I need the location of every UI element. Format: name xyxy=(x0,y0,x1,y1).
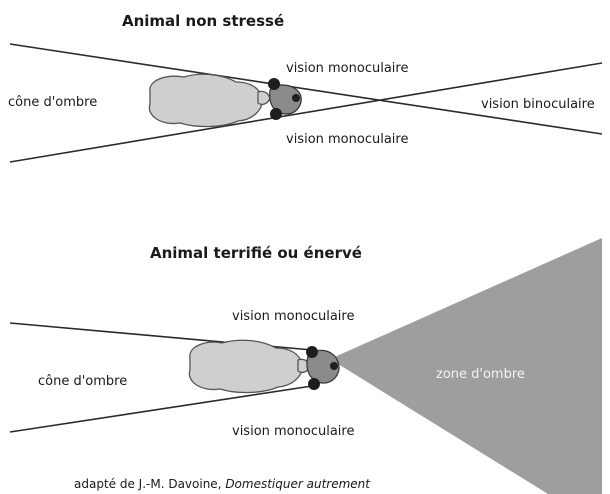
eye-left xyxy=(268,78,280,90)
panel-terrified: Animal terrifié ou énervé vision monocul… xyxy=(10,238,602,494)
label-monocular-upper-top: vision monoculaire xyxy=(286,61,408,76)
source-caption: adapté de J.-M. Davoine, Domestiquer aut… xyxy=(74,477,371,491)
label-monocular-upper-bottom: vision monoculaire xyxy=(232,309,354,324)
muzzle xyxy=(292,94,300,102)
label-shadow-cone-top: cône d'ombre xyxy=(8,95,97,110)
caption-source-title: Domestiquer autrement xyxy=(225,477,371,491)
label-shadow-cone-bottom: cône d'ombre xyxy=(38,374,127,389)
label-monocular-lower-top: vision monoculaire xyxy=(286,132,408,147)
label-shadow-zone: zone d'ombre xyxy=(436,367,525,382)
animal-neck xyxy=(258,91,270,104)
vision-line-upper xyxy=(10,44,602,134)
label-monocular-lower-bottom: vision monoculaire xyxy=(232,424,354,439)
animal-top-view xyxy=(149,74,301,126)
muzzle-bottom xyxy=(330,362,338,370)
animal-body xyxy=(149,74,262,126)
title-terrified: Animal terrifié ou énervé xyxy=(150,244,362,262)
caption-prefix: adapté de J.-M. Davoine, xyxy=(74,477,225,491)
eye-right-bottom xyxy=(308,378,320,390)
vision-line-lower xyxy=(10,63,602,162)
animal-bottom-view xyxy=(189,340,339,392)
label-binocular: vision binoculaire xyxy=(481,97,595,112)
panel-non-stressed: Animal non stressé cône d'ombre vision m… xyxy=(8,12,602,162)
eye-left-bottom xyxy=(306,346,318,358)
shadow-zone-area xyxy=(330,238,602,494)
eye-right xyxy=(270,108,282,120)
title-non-stressed: Animal non stressé xyxy=(122,12,284,30)
